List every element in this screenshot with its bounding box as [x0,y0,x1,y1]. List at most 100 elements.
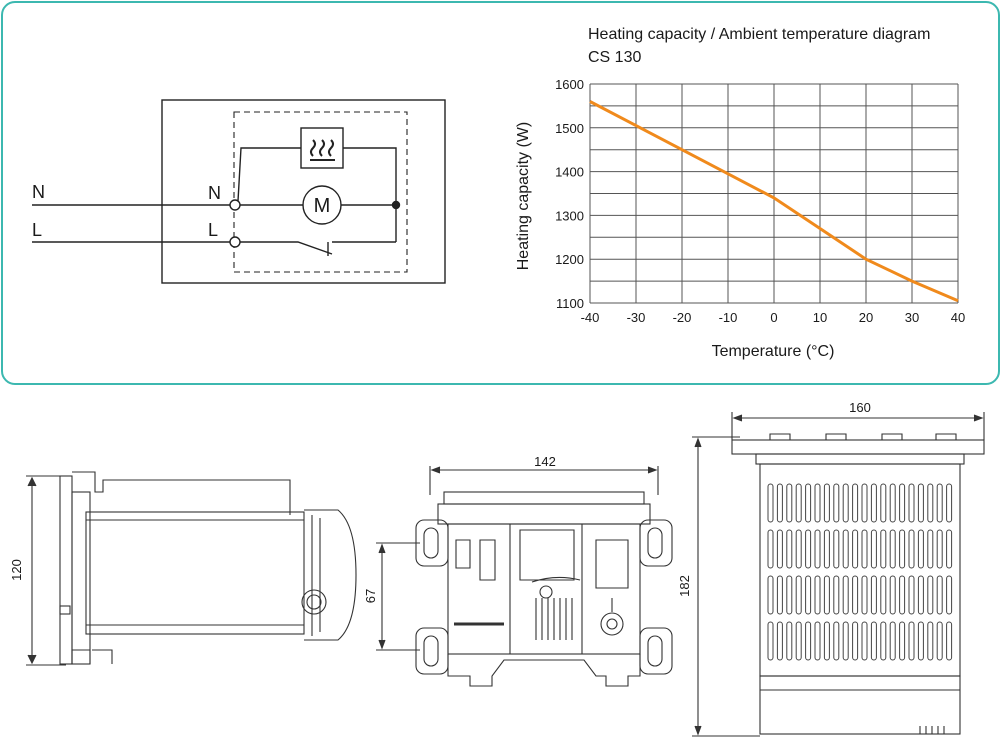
grille-slot [852,529,859,569]
l-label-left: L [32,220,42,240]
grille-slot [889,529,896,569]
grille-slot [767,575,774,615]
grille-slot [870,575,877,615]
grille-slot [823,621,830,661]
grille-slot [776,621,783,661]
top-view-grille [767,483,953,661]
grille-slot [852,483,859,523]
heater-wire-left [237,147,301,202]
grille-slot [823,529,830,569]
x-tick-label: -30 [627,310,646,325]
grille-slot [889,621,896,661]
grille-slot [842,621,849,661]
grille-slot [936,575,943,615]
grille-slot [899,621,906,661]
grille-slot [833,529,840,569]
x-tick-label: 30 [905,310,919,325]
y-tick-label: 1500 [555,121,584,136]
grille-slot [776,575,783,615]
l-terminal [229,236,241,248]
grille-slot [786,529,793,569]
front-height-dimension: 67 [363,589,378,603]
chart-title: Heating capacity / Ambient temperature d… [588,26,930,43]
front-view-drawing [376,466,673,687]
grille-slot [870,529,877,569]
grille-slot [786,621,793,661]
grille-slot [823,575,830,615]
grille-slot [908,529,915,569]
device-boundary [233,111,408,273]
grille-slot [833,575,840,615]
grille-slot [814,529,821,569]
grille-slot [946,621,953,661]
grille-slot [805,575,812,615]
grille-slot [861,483,868,523]
grille-slot [823,483,830,523]
heater-wire-right [343,147,397,242]
grille-slot [805,483,812,523]
l-label-right: L [208,220,218,240]
top-height-dimension: 182 [677,575,692,597]
grille-slot [908,575,915,615]
grille-slot [833,483,840,523]
grille-slot [776,483,783,523]
grille-slot [936,483,943,523]
grille-slot [795,575,802,615]
motor-label: M [314,195,331,217]
grille-slot [861,575,868,615]
grille-slot [842,575,849,615]
x-tick-label: 10 [813,310,827,325]
grille-slot [946,529,953,569]
n-label-right: N [208,183,221,203]
y-tick-label: 1600 [555,77,584,92]
grille-slot [833,621,840,661]
grille-slot [852,621,859,661]
grille-slot [842,483,849,523]
grille-slot [776,529,783,569]
grille-slot [927,621,934,661]
grille-slot [880,483,887,523]
chart-subtitle: CS 130 [588,49,641,66]
grille-slot [936,529,943,569]
grille-slot [889,575,896,615]
heating-capacity-line [589,100,959,303]
y-tick-label: 1200 [555,252,584,267]
grille-slot [946,575,953,615]
side-height-dimension: 120 [9,559,24,581]
top-view-drawing [692,412,985,737]
n-terminal [229,199,241,211]
grille-slot [917,483,924,523]
chart-grid [589,83,959,304]
grille-slot [917,621,924,661]
grille-slot [899,529,906,569]
grille-slot [880,621,887,661]
grille-slot [861,621,868,661]
grille-slot [870,483,877,523]
grille-slot [767,621,774,661]
x-tick-label: 20 [859,310,873,325]
grille-slot [786,575,793,615]
grille-slot [927,575,934,615]
grille-slot [767,483,774,523]
switch-contact [240,241,333,255]
grille-slot [880,529,887,569]
grille-slot [852,575,859,615]
wiring-enclosure [161,99,446,284]
front-width-dimension: 142 [534,454,556,469]
chart-y-label: Heating capacity (W) [515,122,532,271]
x-tick-label: -20 [673,310,692,325]
grille-slot [936,621,943,661]
x-tick-label: 0 [770,310,777,325]
grille-slot [814,621,821,661]
grille-slot [927,529,934,569]
chart-x-label: Temperature (°C) [712,343,835,360]
junction-dot [391,200,401,210]
grille-slot [786,483,793,523]
grille-slot [861,529,868,569]
grille-slot [842,529,849,569]
grille-slot [795,483,802,523]
grille-slot [946,483,953,523]
